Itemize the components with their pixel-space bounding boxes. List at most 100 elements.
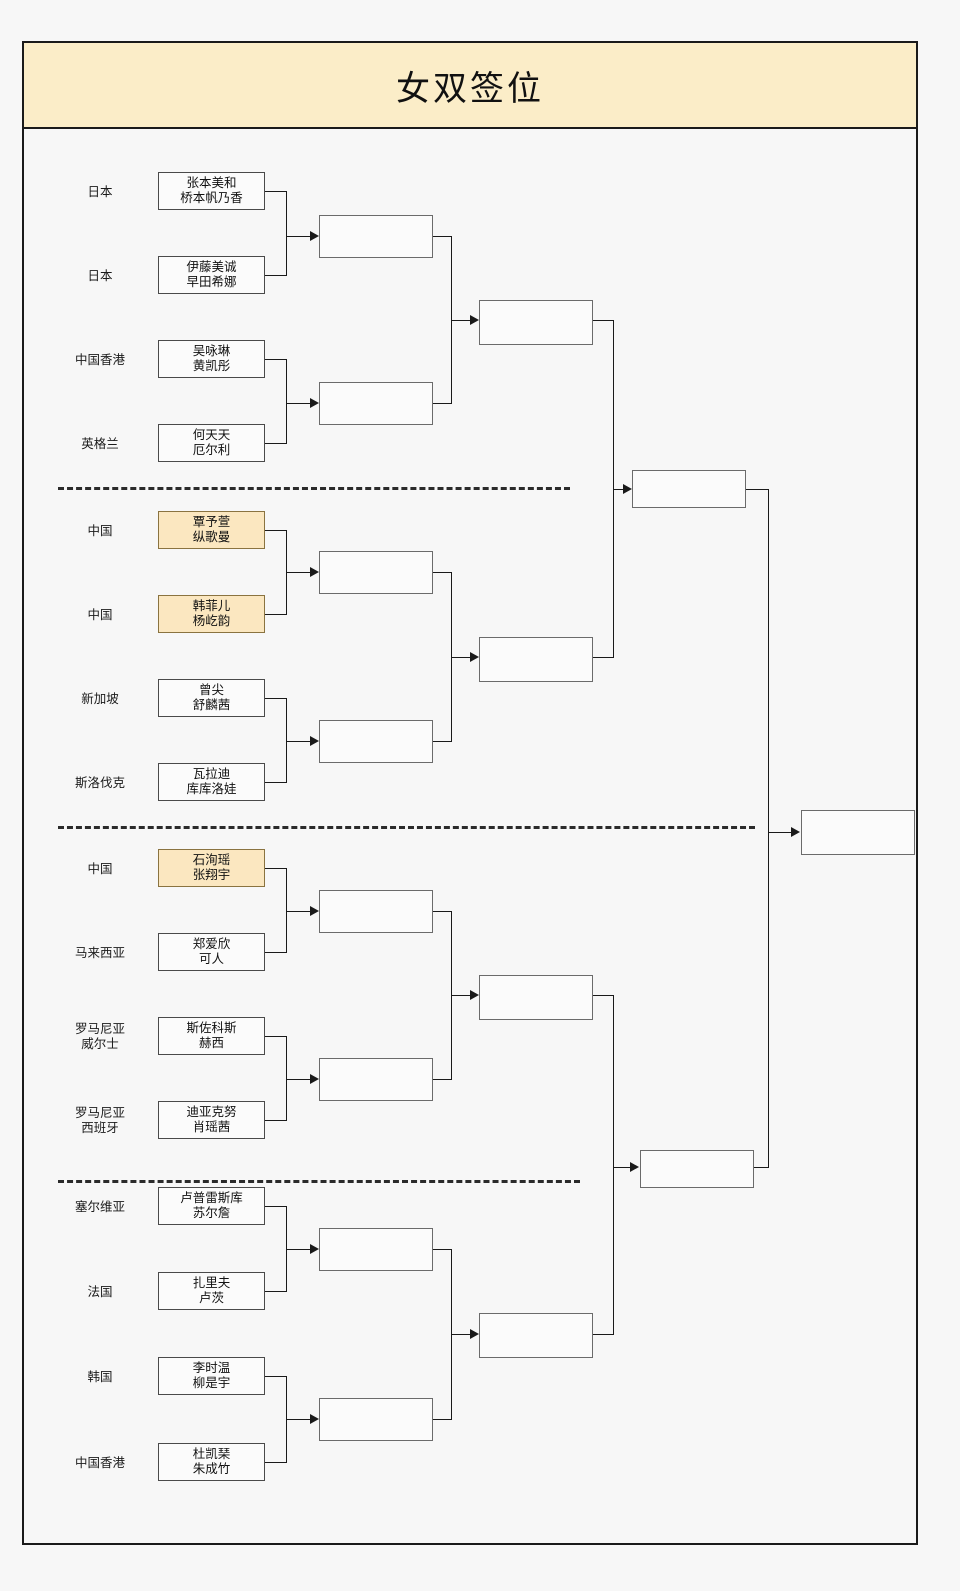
player-name-2: 杨屹韵 — [192, 614, 231, 628]
connector-line — [265, 191, 286, 192]
connector-line — [265, 868, 286, 869]
country-label: 中国 — [87, 862, 113, 876]
connector-line — [265, 1376, 286, 1377]
match-result-box[interactable] — [319, 1398, 433, 1441]
player-box[interactable]: 张本美和 桥本帆乃香 — [158, 172, 265, 210]
player-name-1: 扎里夫 — [192, 1276, 231, 1290]
player-name-2: 赫西 — [198, 1036, 224, 1050]
connector-line — [265, 614, 286, 615]
player-box[interactable]: 石洵瑶 张翔宇 — [158, 849, 265, 887]
connector-line — [286, 1036, 287, 1121]
arrow-icon — [310, 1244, 319, 1254]
group-separator — [58, 826, 755, 829]
group-separator — [58, 487, 570, 490]
connector-line — [286, 236, 311, 237]
player-box[interactable]: 何天天 厄尔利 — [158, 424, 265, 462]
group-separator — [58, 1180, 580, 1183]
connector-line — [613, 1167, 631, 1168]
connector-line — [451, 320, 471, 321]
country-label: 中国 — [87, 524, 113, 538]
match-result-box[interactable] — [640, 1150, 754, 1188]
player-name-2: 库库洛娃 — [186, 782, 237, 796]
player-box[interactable]: 迪亚克努 肖瑶茜 — [158, 1101, 265, 1139]
player-box[interactable]: 扎里夫 卢茨 — [158, 1272, 265, 1310]
player-box[interactable]: 伊藤美诚 早田希娜 — [158, 256, 265, 294]
match-result-box[interactable] — [479, 300, 593, 345]
match-result-box[interactable] — [319, 1058, 433, 1101]
country-label: 塞尔维亚 — [74, 1200, 125, 1214]
match-result-box[interactable] — [479, 637, 593, 682]
player-box[interactable]: 卢普雷斯库 苏尔詹 — [158, 1187, 265, 1225]
connector-line — [433, 1249, 451, 1250]
player-box[interactable]: 韩菲儿 杨屹韵 — [158, 595, 265, 633]
player-name-2: 柳是宇 — [192, 1376, 231, 1390]
final-result-box[interactable] — [801, 810, 915, 855]
match-result-box[interactable] — [319, 720, 433, 763]
connector-line — [265, 1120, 286, 1121]
connector-line — [286, 868, 287, 953]
arrow-icon — [310, 398, 319, 408]
connector-line — [286, 572, 311, 573]
connector-line — [265, 1462, 286, 1463]
connector-line — [286, 1079, 311, 1080]
arrow-icon — [310, 906, 319, 916]
title-banner: 女双签位 — [22, 41, 918, 129]
connector-line — [433, 1419, 451, 1420]
player-box[interactable]: 瓦拉迪 库库洛娃 — [158, 763, 265, 801]
match-result-box[interactable] — [632, 470, 746, 508]
match-result-box[interactable] — [479, 975, 593, 1020]
player-box[interactable]: 斯佐科斯 赫西 — [158, 1017, 265, 1055]
country-label: 日本 — [87, 185, 113, 199]
connector-line — [593, 320, 613, 321]
arrow-icon — [310, 567, 319, 577]
match-result-box[interactable] — [319, 551, 433, 594]
player-name-1: 何天天 — [192, 428, 231, 442]
connector-line — [768, 489, 769, 1168]
player-box[interactable]: 覃予萱 纵歌曼 — [158, 511, 265, 549]
player-box[interactable]: 郑爱欣 可人 — [158, 933, 265, 971]
connector-line — [265, 698, 286, 699]
connector-line — [286, 911, 311, 912]
connector-line — [451, 657, 471, 658]
player-name-1: 曾尖 — [198, 683, 224, 697]
connector-line — [265, 1036, 286, 1037]
country-label: 韩国 — [87, 1370, 113, 1384]
player-name-2: 肖瑶茜 — [192, 1120, 231, 1134]
connector-line — [286, 698, 287, 783]
match-result-box[interactable] — [479, 1313, 593, 1358]
player-name-1: 覃予萱 — [192, 515, 231, 529]
page-title: 女双签位 — [396, 70, 544, 108]
player-name-2: 纵歌曼 — [192, 530, 231, 544]
player-name-2: 舒麟茜 — [192, 698, 231, 712]
match-result-box[interactable] — [319, 1228, 433, 1271]
connector-line — [286, 403, 311, 404]
connector-line — [265, 275, 286, 276]
player-name-1: 卢普雷斯库 — [180, 1191, 243, 1205]
country-label: 法国 — [87, 1285, 113, 1299]
player-name-1: 迪亚克努 — [186, 1105, 237, 1119]
match-result-box[interactable] — [319, 382, 433, 425]
player-box[interactable]: 曾尖 舒麟茜 — [158, 679, 265, 717]
arrow-icon — [470, 315, 479, 325]
player-name-1: 杜凯琹 — [192, 1447, 231, 1461]
match-result-box[interactable] — [319, 215, 433, 258]
player-box[interactable]: 杜凯琹 朱成竹 — [158, 1443, 265, 1481]
player-box[interactable]: 李时温 柳是宇 — [158, 1357, 265, 1395]
connector-line — [433, 1079, 451, 1080]
country-label: 中国香港 — [74, 1456, 125, 1470]
player-name-2: 桥本帆乃香 — [180, 191, 243, 205]
player-name-1: 李时温 — [192, 1361, 231, 1375]
player-name-1: 张本美和 — [186, 176, 237, 190]
connector-line — [593, 1334, 613, 1335]
connector-line — [613, 489, 624, 490]
arrow-icon — [470, 652, 479, 662]
player-name-2: 卢茨 — [198, 1291, 224, 1305]
connector-line — [265, 1206, 286, 1207]
connector-line — [286, 1419, 311, 1420]
match-result-box[interactable] — [319, 890, 433, 933]
connector-line — [265, 359, 286, 360]
player-box[interactable]: 吴咏琳 黄凯彤 — [158, 340, 265, 378]
connector-line — [593, 657, 613, 658]
connector-line — [451, 995, 471, 996]
country-label: 罗马尼亚 威尔士 — [74, 1022, 125, 1051]
